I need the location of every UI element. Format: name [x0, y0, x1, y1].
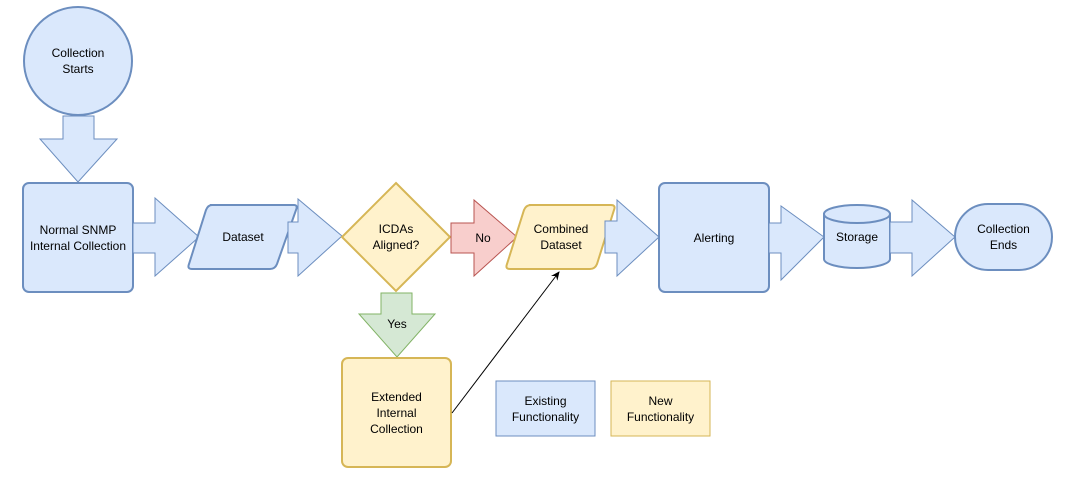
arrow-storage-to-end	[889, 198, 956, 278]
storage-node-shape	[823, 204, 891, 269]
dataset-node-shape	[187, 204, 298, 270]
combined-dataset-node-shape	[505, 204, 616, 270]
dataset-node-label[interactable]: Dataset	[222, 230, 264, 244]
decision-node-label[interactable]: ICDAs Aligned?	[372, 222, 420, 252]
end-node-shape	[954, 203, 1053, 271]
alerting-node-label[interactable]: Alerting	[693, 230, 735, 245]
legend-existing-label: Existing Functionality	[511, 393, 580, 424]
start-node-shape	[23, 6, 133, 116]
arrow-combined-to-alerting	[604, 198, 660, 278]
start-node-label[interactable]: Collection Starts	[51, 46, 105, 76]
arrow-dataset-to-decision	[287, 197, 343, 278]
decision-node-shape	[340, 181, 452, 293]
yes-label: Yes	[387, 317, 407, 331]
snmp-node-label[interactable]: Normal SNMP Internal Collection	[29, 222, 127, 253]
arrow-start-to-snmp	[38, 115, 119, 183]
legend-existing-swatch	[495, 380, 596, 437]
extended-node-label[interactable]: Extended Internal Collection	[370, 389, 423, 436]
arrow-alerting-to-storage	[768, 205, 825, 282]
storage-node-label[interactable]: Storage	[835, 230, 879, 244]
no-label: No	[475, 231, 491, 245]
connector-extended-to-combined	[451, 271, 560, 414]
arrow-no	[450, 198, 518, 278]
arrow-snmp-to-dataset	[132, 196, 200, 278]
end-node-label[interactable]: Collection Ends	[977, 222, 1030, 252]
legend-new-label: New Functionality	[626, 393, 695, 424]
extended-node-shape	[341, 357, 452, 468]
arrow-yes	[357, 292, 437, 358]
combined-dataset-node-label[interactable]: Combined Dataset	[533, 222, 589, 252]
legend-new-swatch	[610, 380, 711, 437]
